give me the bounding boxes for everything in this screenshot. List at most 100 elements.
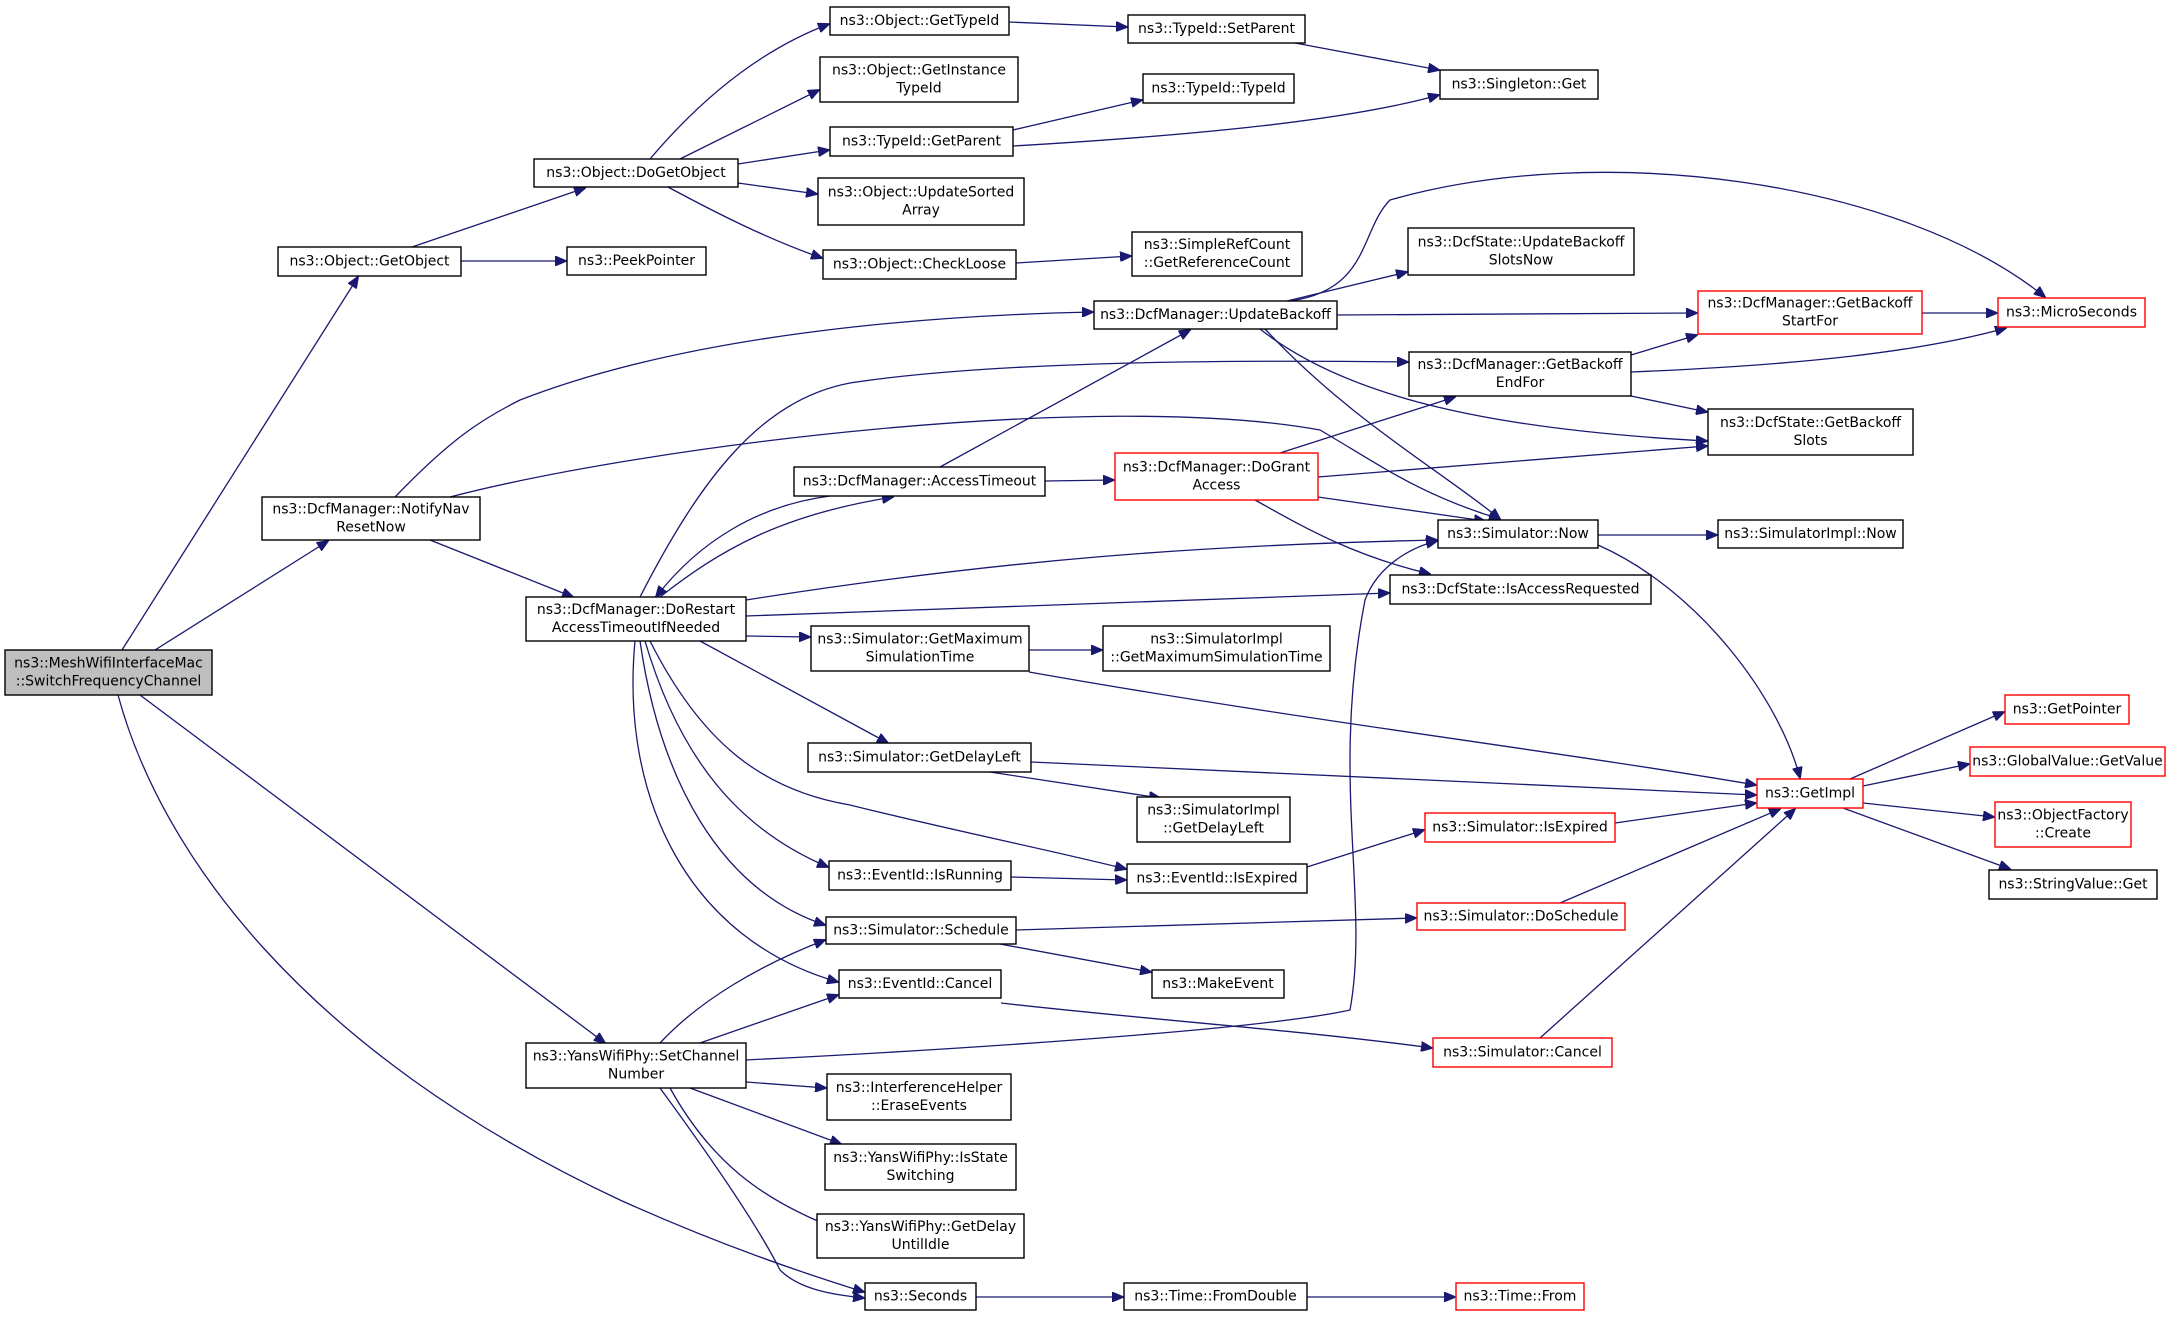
node-box bbox=[1407, 227, 1635, 276]
node-peekpointer[interactable]: ns3::PeekPointer bbox=[566, 246, 707, 276]
node-label: Array bbox=[902, 203, 940, 219]
node-typeidgetparent[interactable]: ns3::TypeId::GetParent bbox=[829, 126, 1014, 157]
node-singleton[interactable]: ns3::Singleton::Get bbox=[1439, 69, 1599, 100]
node-label: ns3::Seconds bbox=[874, 1289, 967, 1305]
node-label: Number bbox=[608, 1067, 664, 1083]
node-seconds[interactable]: ns3::Seconds bbox=[864, 1282, 977, 1311]
edge-dogetobject-to-getinstancetypeid bbox=[679, 90, 819, 160]
edge-getimpl-to-stringvalue bbox=[1842, 807, 2010, 869]
node-accesstimeout[interactable]: ns3::DcfManager::AccessTimeout bbox=[793, 466, 1046, 497]
node-label: ns3::StringValue::Get bbox=[1998, 877, 2148, 893]
edge-gettypeid-to-setparent bbox=[1008, 21, 1127, 27]
node-simisexpired[interactable]: ns3::Simulator::IsExpired bbox=[1424, 812, 1616, 843]
edge-getbackoffendfor-to-microseconds bbox=[1630, 328, 2006, 373]
edge-getimpl-to-getpointer bbox=[1849, 712, 2004, 780]
node-box bbox=[525, 596, 747, 642]
node-box bbox=[825, 916, 1017, 945]
node-getmaxsimtime[interactable]: ns3::Simulator::GetMaximumSimulationTime bbox=[810, 625, 1030, 672]
node-box bbox=[533, 158, 739, 188]
node-objectfactory[interactable]: ns3::ObjectFactory::Create bbox=[1994, 801, 2132, 848]
edge-root-to-setchannel bbox=[139, 694, 605, 1043]
node-box bbox=[822, 249, 1017, 280]
node-box bbox=[1432, 1037, 1613, 1068]
node-label: ns3::EventId::IsExpired bbox=[1136, 871, 1297, 887]
edge-updatebackoff-to-updatebackoffslots bbox=[1286, 272, 1407, 302]
node-label: ns3::YansWifiPhy::GetDelay bbox=[825, 1219, 1016, 1235]
node-label: ns3::MakeEvent bbox=[1162, 976, 1274, 992]
node-box bbox=[1439, 69, 1599, 100]
edge-dorestart-to-eventcancel bbox=[632, 640, 838, 982]
node-label: EndFor bbox=[1496, 375, 1545, 391]
node-simcancel[interactable]: ns3::Simulator::Cancel bbox=[1432, 1037, 1613, 1068]
node-box bbox=[1707, 408, 1914, 456]
node-label: ns3::Simulator::Cancel bbox=[1443, 1045, 1602, 1061]
node-simplerefcount[interactable]: ns3::SimpleRefCount::GetReferenceCount bbox=[1131, 231, 1303, 277]
node-implgetmax[interactable]: ns3::SimulatorImpl::GetMaximumSimulation… bbox=[1102, 625, 1331, 672]
node-box bbox=[838, 969, 1002, 999]
node-eventcancel[interactable]: ns3::EventId::Cancel bbox=[838, 969, 1002, 999]
node-eventisexpired[interactable]: ns3::EventId::IsExpired bbox=[1126, 863, 1308, 894]
node-interference[interactable]: ns3::InterferenceHelper::EraseEvents bbox=[826, 1073, 1012, 1121]
node-globalvalue[interactable]: ns3::GlobalValue::GetValue bbox=[1969, 746, 2166, 777]
node-getimpl[interactable]: ns3::GetImpl bbox=[1756, 778, 1864, 809]
node-dogetobject[interactable]: ns3::Object::DoGetObject bbox=[533, 158, 739, 188]
node-box bbox=[1717, 519, 1904, 549]
node-simimplnow[interactable]: ns3::SimulatorImpl::Now bbox=[1717, 519, 1904, 549]
node-simnow[interactable]: ns3::Simulator::Now bbox=[1437, 519, 1599, 549]
node-eventisrunning[interactable]: ns3::EventId::IsRunning bbox=[828, 860, 1012, 891]
node-checkloose[interactable]: ns3::Object::CheckLoose bbox=[822, 249, 1017, 280]
node-label: ns3::Simulator::Schedule bbox=[833, 923, 1009, 939]
edge-accesstimeout-to-updatebackoff bbox=[939, 330, 1190, 468]
node-makeevent[interactable]: ns3::MakeEvent bbox=[1151, 969, 1285, 999]
node-isaccessrequested[interactable]: ns3::DcfState::IsAccessRequested bbox=[1389, 574, 1652, 605]
node-label: ns3::GlobalValue::GetValue bbox=[1972, 754, 2162, 770]
edge-setchannel-to-seconds bbox=[659, 1087, 864, 1298]
node-typeidtypeid[interactable]: ns3::TypeId::TypeId bbox=[1142, 73, 1295, 104]
node-label: ns3::Time::FromDouble bbox=[1134, 1289, 1297, 1305]
node-simschedule[interactable]: ns3::Simulator::Schedule bbox=[825, 916, 1017, 945]
node-box bbox=[1756, 778, 1864, 809]
node-label: ns3::Object::CheckLoose bbox=[833, 257, 1006, 273]
node-label: ns3::SimulatorImpl bbox=[1150, 632, 1283, 648]
node-gettypeid[interactable]: ns3::Object::GetTypeId bbox=[829, 6, 1010, 36]
edge-dorestart-to-accesstimeout bbox=[659, 497, 893, 598]
node-label: ns3::MicroSeconds bbox=[2006, 305, 2137, 321]
edge-updatebackoff-to-microseconds bbox=[1289, 171, 2045, 302]
node-label: AccessTimeoutIfNeeded bbox=[552, 620, 720, 636]
node-root[interactable]: ns3::MeshWifiInterfaceMac::SwitchFrequen… bbox=[4, 649, 213, 696]
node-setparent[interactable]: ns3::TypeId::SetParent bbox=[1127, 14, 1306, 44]
node-simdoschedule[interactable]: ns3::Simulator::DoSchedule bbox=[1416, 902, 1626, 931]
node-timefrom[interactable]: ns3::Time::From bbox=[1455, 1282, 1585, 1311]
node-updatebackoff[interactable]: ns3::DcfManager::UpdateBackoff bbox=[1093, 300, 1338, 330]
node-getdelayleft[interactable]: ns3::Simulator::GetDelayLeft bbox=[807, 742, 1032, 773]
node-getpointer[interactable]: ns3::GetPointer bbox=[2004, 694, 2130, 725]
node-label: ns3::DcfManager::UpdateBackoff bbox=[1100, 307, 1331, 323]
node-label: ns3::EventId::IsRunning bbox=[837, 868, 1003, 884]
nodes-layer: ns3::MeshWifiInterfaceMac::SwitchFrequen… bbox=[4, 6, 2166, 1311]
node-box bbox=[1455, 1282, 1585, 1311]
node-box bbox=[1142, 73, 1295, 104]
node-label: TypeId bbox=[895, 81, 941, 97]
node-fromdouble[interactable]: ns3::Time::FromDouble bbox=[1123, 1282, 1308, 1311]
node-label: ns3::YansWifiPhy::SetChannel bbox=[533, 1049, 740, 1065]
edge-dorestart-to-getbackoffendfor bbox=[639, 361, 1408, 598]
node-getobject[interactable]: ns3::Object::GetObject bbox=[277, 246, 462, 277]
node-label: ::GetDelayLeft bbox=[1163, 821, 1264, 837]
node-microseconds[interactable]: ns3::MicroSeconds bbox=[1997, 297, 2146, 328]
node-implgetdelay[interactable]: ns3::SimulatorImpl::GetDelayLeft bbox=[1136, 796, 1291, 843]
node-stringvalue[interactable]: ns3::StringValue::Get bbox=[1988, 869, 2158, 900]
node-box bbox=[1131, 231, 1303, 277]
node-dorestart[interactable]: ns3::DcfManager::DoRestartAccessTimeoutI… bbox=[525, 596, 747, 642]
node-label: ns3::DcfState::IsAccessRequested bbox=[1401, 582, 1639, 598]
